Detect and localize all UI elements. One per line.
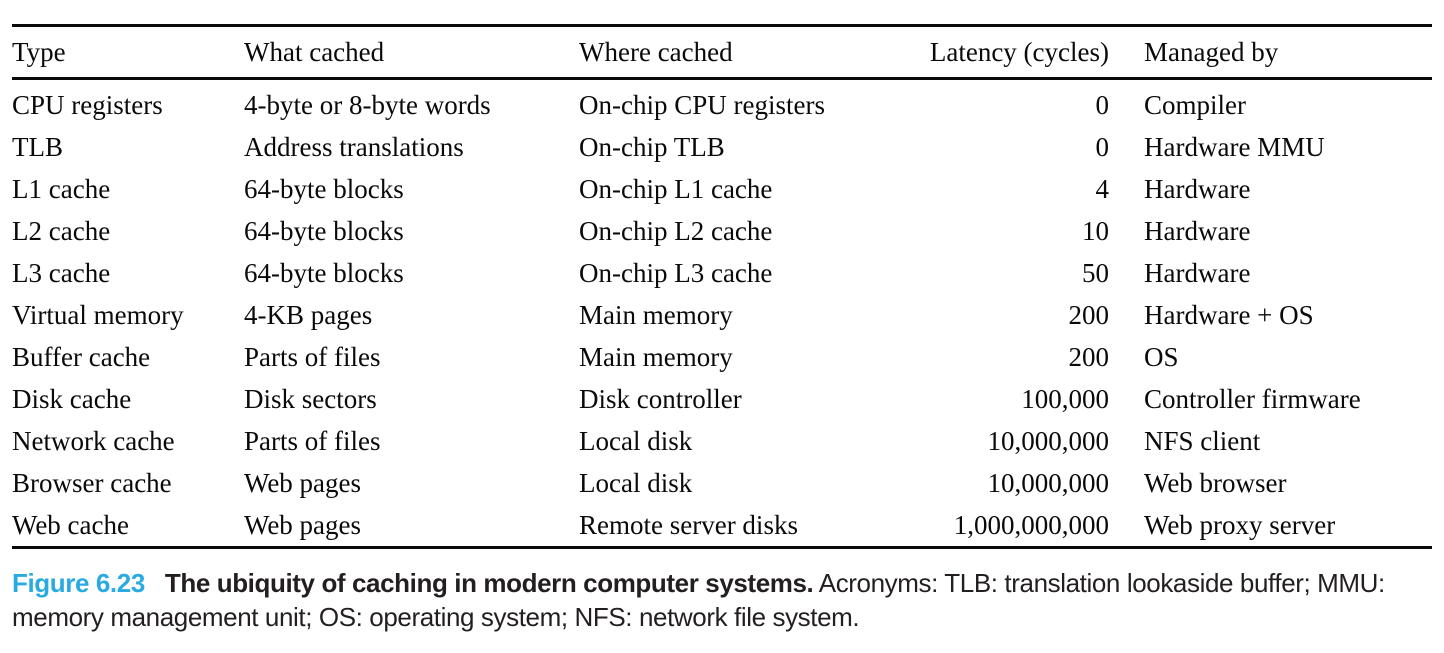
table-cell: 10,000,000 — [987, 425, 1110, 456]
table-cell: L3 cache — [12, 257, 111, 288]
table-cell: 0 — [1095, 89, 1110, 120]
table-cell: Network cache — [12, 425, 175, 456]
table-cell: Web pages — [244, 509, 362, 540]
table-cell: Main memory — [579, 299, 733, 330]
table-cell: 64-byte blocks — [244, 173, 404, 204]
table-cell: Local disk — [579, 425, 693, 456]
table-cell: On-chip L1 cache — [579, 173, 773, 204]
column-header-4: Latency (cycles) — [901, 25, 1109, 80]
table-cell: Controller firmware — [1144, 383, 1361, 414]
table-row: Web cache Web pages Remote server disks 1,0… — [12, 504, 1432, 548]
table-row: Virtual memory 4-KB pages Main memory 200 Ha… — [12, 294, 1432, 336]
table-cell: 0 — [1095, 131, 1110, 162]
table-cell: Compiler — [1144, 89, 1246, 120]
table-row: Disk cache Disk sectors Disk controller 100… — [12, 378, 1432, 420]
table-cell: OS — [1144, 341, 1179, 372]
table-cell: 50 — [1082, 257, 1109, 288]
figure-title: The ubiquity of caching in modern comput… — [164, 568, 814, 598]
table-cell: 200 — [1068, 341, 1110, 372]
table-row: Buffer cache Parts of files Main memory 200… — [12, 336, 1432, 378]
table-cell: Main memory — [579, 341, 733, 372]
table-cell: 10,000,000 — [987, 467, 1110, 498]
table-row: L1 cache 64-byte blocks On-chip L1 cache 4 H… — [12, 168, 1432, 210]
table-cell: 4-byte or 8-byte words — [244, 89, 491, 120]
table-cell: Disk controller — [579, 383, 742, 414]
column-header-3: Where cached — [579, 25, 901, 80]
column-header-2: What cached — [244, 25, 579, 80]
table-cell: On-chip CPU registers — [579, 89, 825, 120]
table-cell: Hardware MMU — [1144, 131, 1325, 162]
table-cell: Address translations — [244, 131, 464, 162]
table-cell: L1 cache — [12, 173, 111, 204]
table-cell: Hardware — [1144, 215, 1251, 246]
table-cell: Disk sectors — [244, 383, 377, 414]
table-cell: Hardware — [1144, 257, 1251, 288]
table-cell: 64-byte blocks — [244, 215, 404, 246]
table-cell: Parts of files — [244, 341, 381, 372]
table-cell: Web cache — [12, 509, 129, 540]
table-cell: Remote server disks — [579, 509, 798, 540]
table-cell: 1,000,000,000 — [953, 509, 1109, 540]
table-cell: Web browser — [1144, 467, 1287, 498]
table-cell: On-chip L2 cache — [579, 215, 773, 246]
table-row: Network cache Parts of files Local disk 10,… — [12, 420, 1432, 462]
table-cell: 10 — [1082, 215, 1109, 246]
table-cell: 64-byte blocks — [244, 257, 404, 288]
table-cell: Virtual memory — [12, 299, 184, 330]
table-cell: 200 — [1068, 299, 1110, 330]
table-row: CPU registers 4-byte or 8-byte words On-ch… — [12, 79, 1432, 127]
table-cell: 100,000 — [1021, 383, 1109, 414]
table-cell: Hardware + OS — [1144, 299, 1314, 330]
table-cell: On-chip L3 cache — [579, 257, 773, 288]
table-cell: Browser cache — [12, 467, 172, 498]
column-header-5: Managed by — [1109, 25, 1432, 80]
figure-description: Acronyms: TLB: translation lookaside buf… — [12, 568, 1385, 632]
table-cell: On-chip TLB — [579, 131, 725, 162]
figure-caption: Figure 6.23 The ubiquity of caching in mo… — [12, 566, 1434, 634]
table-cell: Parts of files — [244, 425, 381, 456]
table-cell: Disk cache — [12, 383, 132, 414]
table-cell: CPU registers — [12, 89, 163, 120]
table-cell: 4 — [1095, 173, 1110, 204]
table-cell: Buffer cache — [12, 341, 151, 372]
table-row: L2 cache 64-byte blocks On-chip L2 cache 10… — [12, 210, 1432, 252]
table-cell: Web pages — [244, 467, 362, 498]
table-cell: NFS client — [1144, 425, 1261, 456]
table-cell: L2 cache — [12, 215, 111, 246]
figure-number-label: Figure 6.23 — [12, 568, 145, 598]
table-row: L3 cache 64-byte blocks On-chip L3 cache 50… — [12, 252, 1432, 294]
table-cell: Local disk — [579, 467, 693, 498]
table-cell: Hardware — [1144, 173, 1251, 204]
table-cell: TLB — [12, 131, 63, 162]
column-header-1: Type — [12, 25, 244, 80]
table-row: TLB Address translations On-chip TLB 0 Hardw… — [12, 126, 1432, 168]
table-cell: Web proxy server — [1144, 509, 1336, 540]
table-row: Browser cache Web pages Local disk 10,000,0… — [12, 462, 1432, 504]
table-cell: 4-KB pages — [244, 299, 373, 330]
